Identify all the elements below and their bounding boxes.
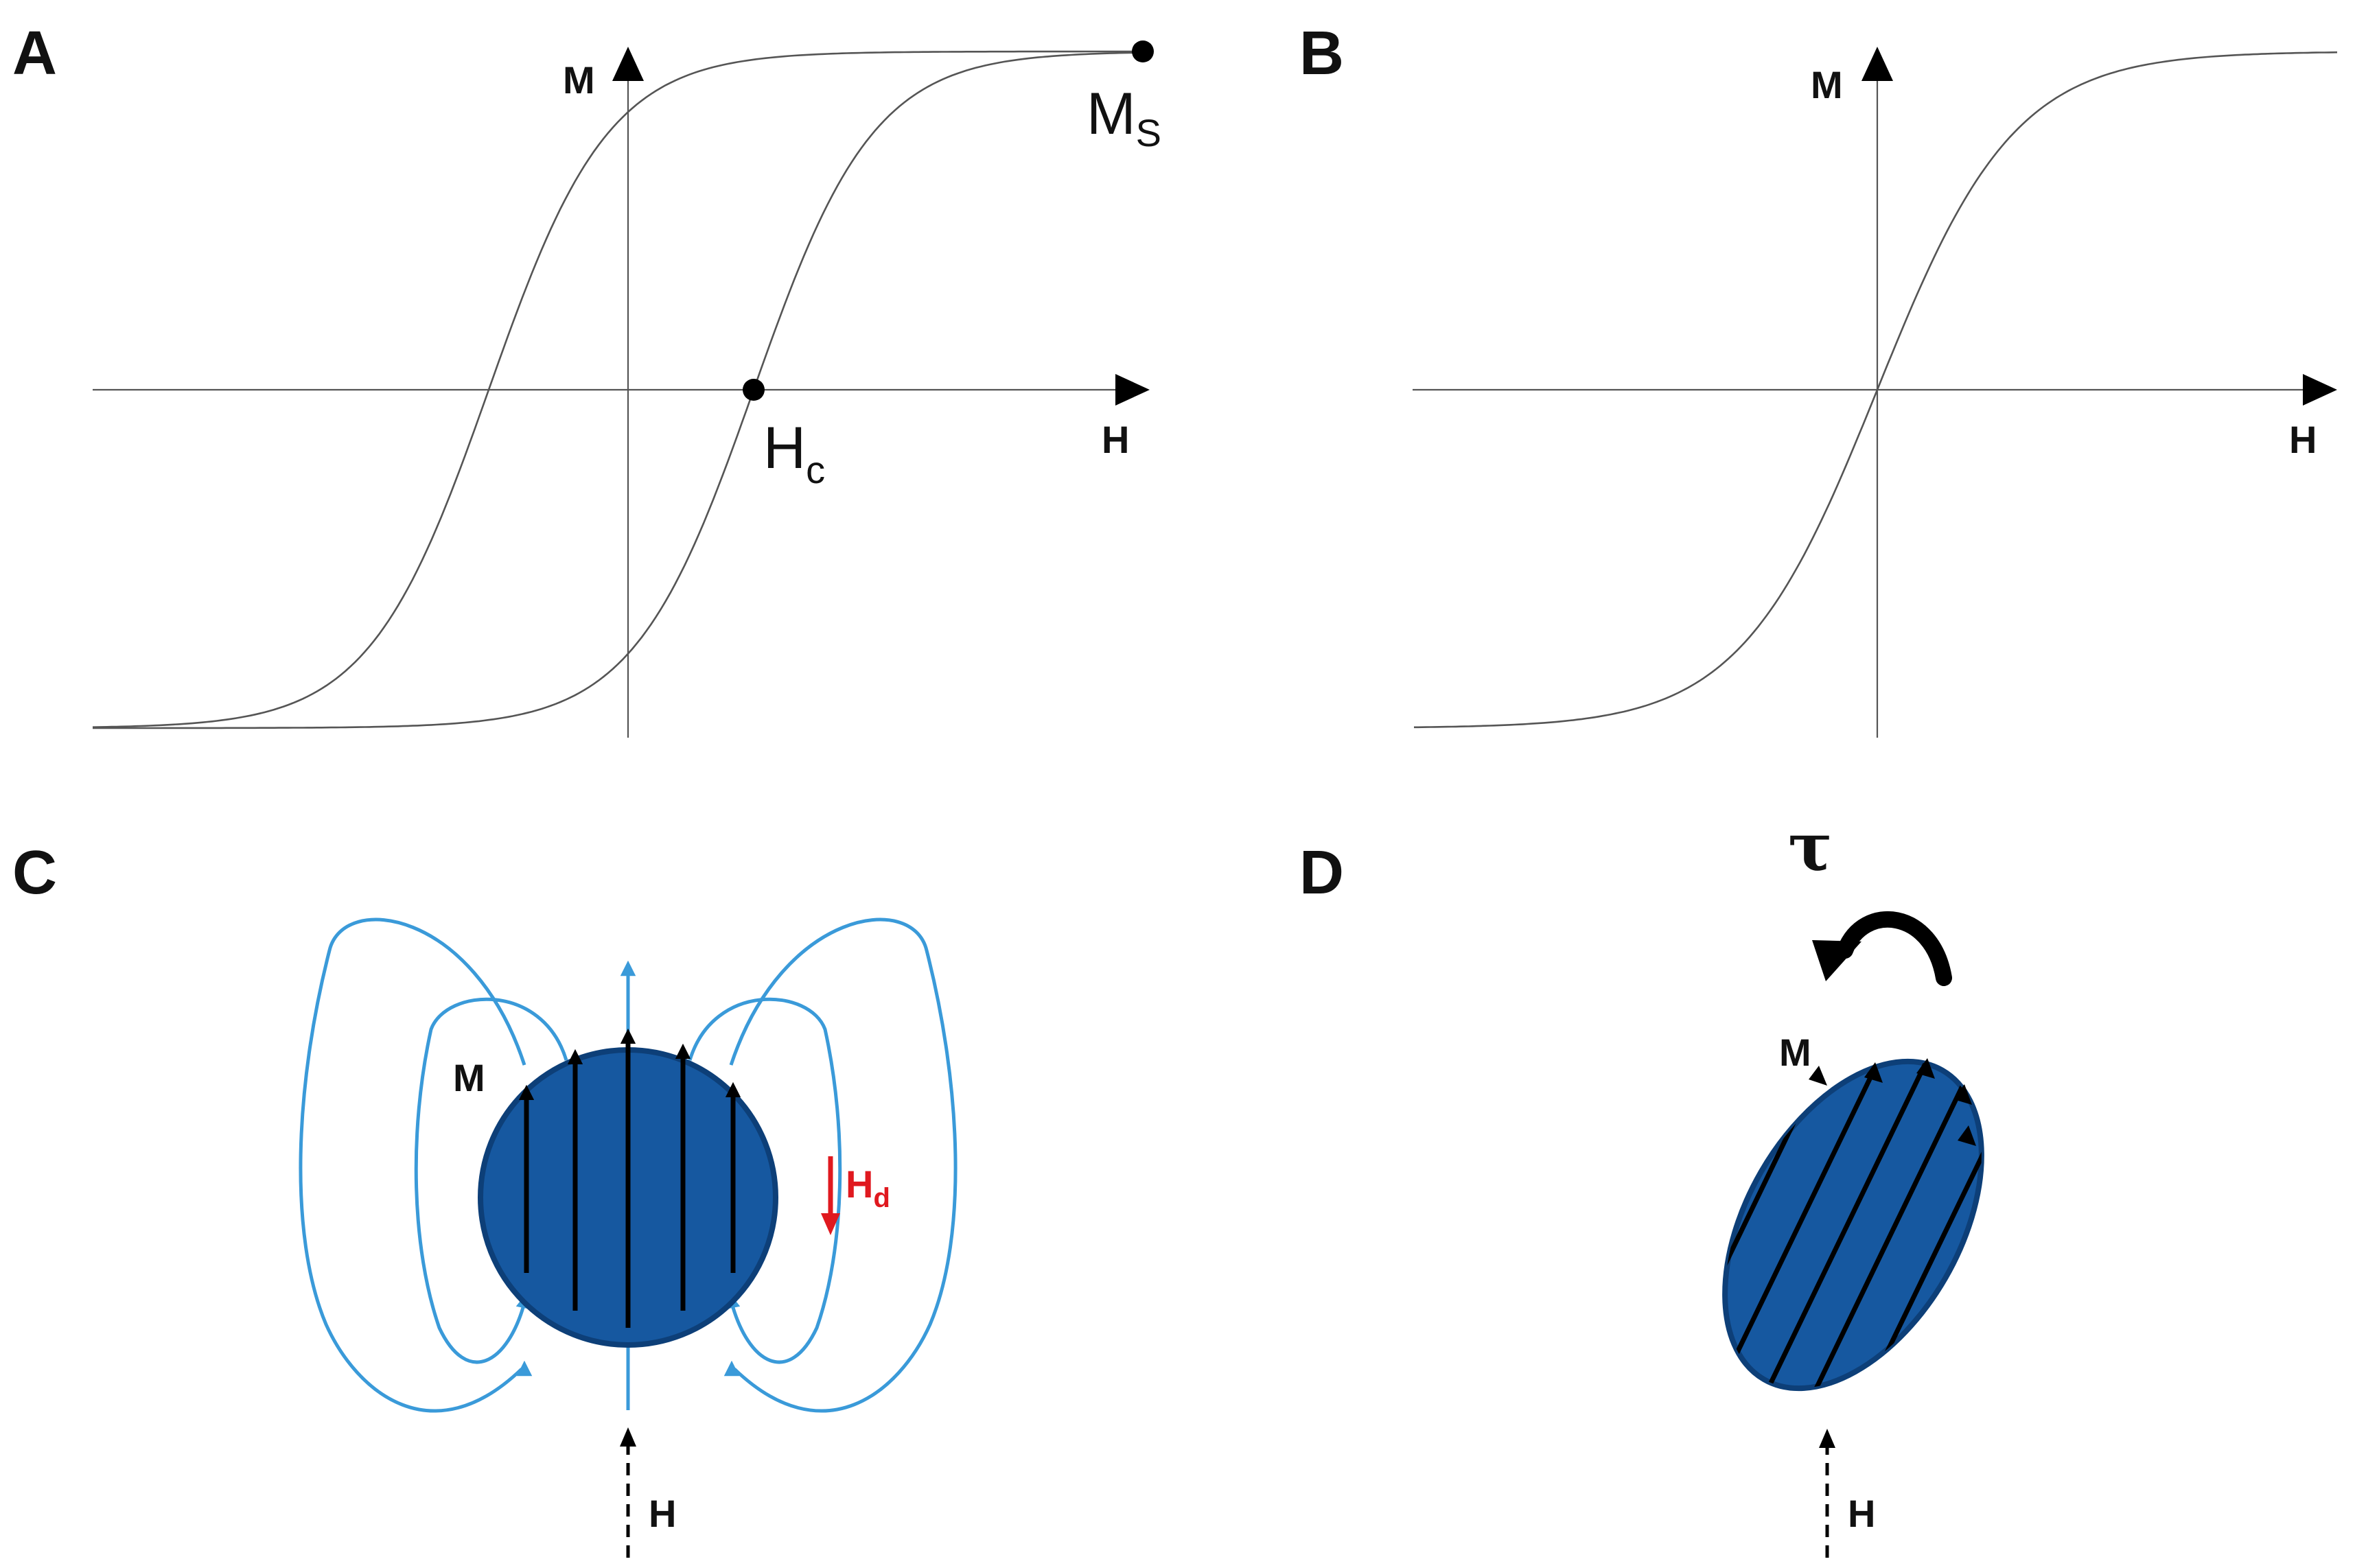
elliptical-particle bbox=[1722, 1058, 1984, 1392]
particle-moment-arrowhead bbox=[1953, 1084, 1972, 1105]
demag-field-arrowhead bbox=[821, 1213, 840, 1235]
panel-b-x-axis-label: H bbox=[2289, 418, 2317, 461]
panel-b-letter: B bbox=[1299, 19, 1344, 88]
panel-a-hc-main: H bbox=[763, 415, 806, 481]
panel-a-coercivity-point bbox=[743, 379, 765, 401]
particle-moment-arrowhead bbox=[1864, 1062, 1883, 1083]
panel-c-hd-label: Hd bbox=[846, 1162, 890, 1213]
panel-d-m-label: M bbox=[1779, 1031, 1811, 1074]
panel-b-y-axis-label: M bbox=[1811, 63, 1843, 106]
particle-moment-arrowhead bbox=[1809, 1066, 1827, 1086]
panel-a-ascending-branch bbox=[93, 51, 1144, 729]
torque-rotation-arc bbox=[1837, 911, 1952, 986]
panel-a-x-axis-label: H bbox=[1102, 418, 1129, 461]
particle-moment-line bbox=[1760, 1062, 1928, 1401]
panel-a-ms-subscript: S bbox=[1136, 111, 1161, 154]
panel-d-letter: D bbox=[1299, 839, 1344, 907]
panel-a: A M H MS Hc bbox=[12, 19, 1161, 738]
panel-b-magnetization-curve bbox=[1414, 51, 2338, 729]
panel-a-ms-main: M bbox=[1087, 81, 1136, 147]
panel-a-y-axis-arrowhead bbox=[612, 47, 644, 81]
panel-a-letter: A bbox=[12, 19, 57, 88]
panel-c-hd-subscript: d bbox=[873, 1183, 890, 1213]
particle-moment-arrowhead bbox=[1916, 1058, 1935, 1079]
panel-c-hd-main: H bbox=[846, 1162, 873, 1206]
panel-b-x-axis-arrowhead bbox=[2303, 374, 2337, 406]
panel-a-hc-label: Hc bbox=[763, 415, 825, 491]
panel-c-applied-field-arrowhead bbox=[620, 1427, 636, 1447]
particle-moment-line bbox=[1808, 1069, 1973, 1401]
particle-moment-line bbox=[1713, 1069, 1877, 1398]
particle-moment-arrowhead bbox=[1958, 1125, 1976, 1146]
field-line-inner-left bbox=[414, 997, 568, 1364]
panel-b: B M H bbox=[1299, 19, 2338, 738]
panel-a-y-axis-label: M bbox=[563, 58, 595, 102]
field-line-outer-left bbox=[299, 917, 526, 1413]
panel-c: C M Hd H bbox=[12, 839, 958, 1558]
panel-a-saturation-point bbox=[1132, 40, 1154, 62]
panel-d-applied-field-arrowhead bbox=[1819, 1429, 1835, 1448]
panel-b-y-axis-arrowhead bbox=[1861, 47, 1893, 81]
panel-a-descending-branch bbox=[92, 50, 1143, 728]
panel-a-hc-subscript: c bbox=[806, 448, 825, 491]
torque-rotation-arrowhead bbox=[1812, 940, 1861, 981]
panel-a-x-axis-arrowhead bbox=[1115, 374, 1150, 406]
panel-c-m-label: M bbox=[453, 1056, 485, 1099]
panel-d-h-label: H bbox=[1848, 1492, 1875, 1535]
panel-d: D τ M H bbox=[1299, 808, 2007, 1558]
panel-c-h-label: H bbox=[649, 1492, 676, 1535]
field-line-inner-right bbox=[688, 997, 842, 1364]
panel-a-ms-label: MS bbox=[1087, 81, 1161, 154]
field-line-outer-right bbox=[729, 917, 958, 1413]
torque-label: τ bbox=[1788, 808, 1833, 886]
panel-c-letter: C bbox=[12, 839, 57, 907]
